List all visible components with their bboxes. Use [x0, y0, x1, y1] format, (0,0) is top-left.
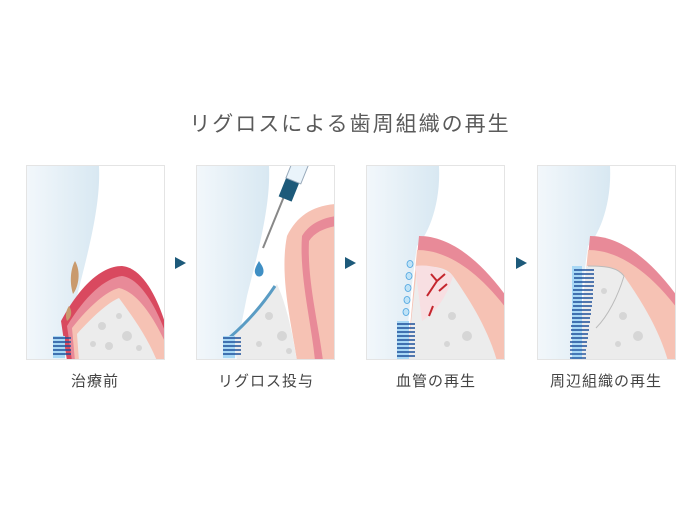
next-arrow-icon — [345, 257, 356, 269]
blood-vessel-regeneration-illustration — [367, 166, 504, 359]
next-arrow-icon — [175, 257, 186, 269]
drop-icon — [254, 261, 264, 277]
tissue-regeneration-illustration — [538, 166, 675, 359]
rigros-injection-illustration — [197, 166, 334, 359]
diagram-title: リグロスによる歯周組織の再生 — [189, 112, 511, 136]
syringe-icon — [262, 166, 313, 249]
next-arrow-icon — [516, 257, 527, 269]
periodontal-defect-illustration — [27, 166, 164, 359]
step-label: 周辺組織の再生 — [549, 372, 662, 390]
step-panel-tissue-regeneration — [537, 165, 676, 360]
step-panel-before-treatment — [26, 165, 165, 360]
step-panel-vessel-regeneration — [366, 165, 505, 360]
step-label: リグロス投与 — [217, 372, 314, 390]
blood-vessel-icon — [426, 273, 448, 317]
step-label: 血管の再生 — [395, 372, 476, 390]
step-label: 治療前 — [70, 372, 119, 390]
step-panel-rigros-injection — [196, 165, 335, 360]
